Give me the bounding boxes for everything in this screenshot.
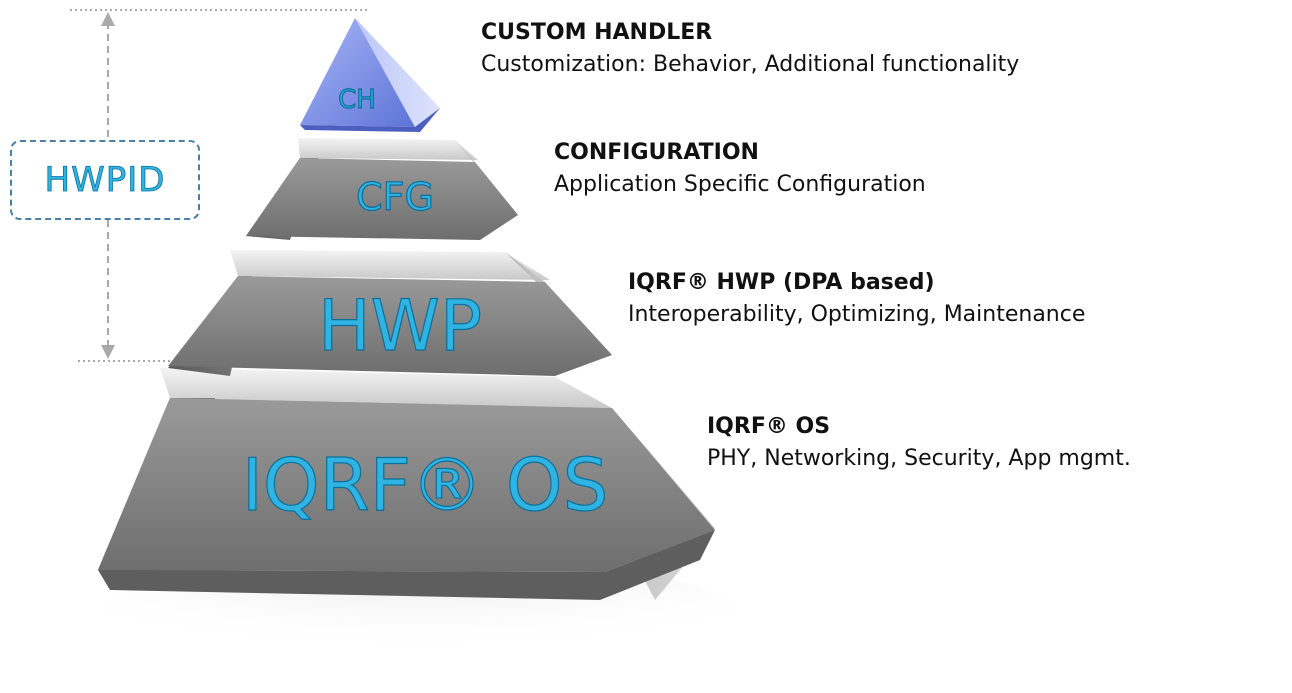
layer-os-label: IQRF® OS bbox=[242, 443, 609, 527]
description-os-title: IQRF® OS bbox=[707, 414, 831, 439]
layer-hwp-label: HWP bbox=[318, 285, 482, 367]
description-cfg-title: CONFIGURATION bbox=[554, 140, 759, 165]
description-hwp-title: IQRF® HWP (DPA based) bbox=[628, 270, 935, 295]
description-os-body: PHY, Networking, Security, App mgmt. bbox=[707, 446, 1131, 471]
description-os: IQRF® OS PHY, Networking, Security, App … bbox=[707, 412, 1131, 476]
layer-hwp bbox=[168, 250, 612, 376]
layer-ch bbox=[300, 18, 440, 132]
description-hwp: IQRF® HWP (DPA based) Interoperability, … bbox=[628, 268, 1085, 332]
description-ch-title: CUSTOM HANDLER bbox=[481, 20, 713, 45]
hwpid-label: HWPID bbox=[44, 160, 166, 201]
arrow-down-icon bbox=[101, 345, 115, 359]
arrow-up-icon bbox=[101, 12, 115, 26]
layer-ch-label: CH bbox=[338, 85, 376, 115]
description-cfg: CONFIGURATION Application Specific Confi… bbox=[554, 138, 926, 202]
layer-cfg bbox=[246, 138, 518, 240]
description-ch-body: Customization: Behavior, Additional func… bbox=[481, 52, 1020, 77]
layer-os bbox=[98, 368, 715, 600]
layer-cfg-label: CFG bbox=[356, 175, 434, 219]
description-cfg-body: Application Specific Configuration bbox=[554, 172, 926, 197]
description-hwp-body: Interoperability, Optimizing, Maintenanc… bbox=[628, 302, 1086, 327]
description-ch: CUSTOM HANDLER Customization: Behavior, … bbox=[481, 18, 1019, 82]
hwpid-bracket: HWPID bbox=[10, 140, 200, 220]
